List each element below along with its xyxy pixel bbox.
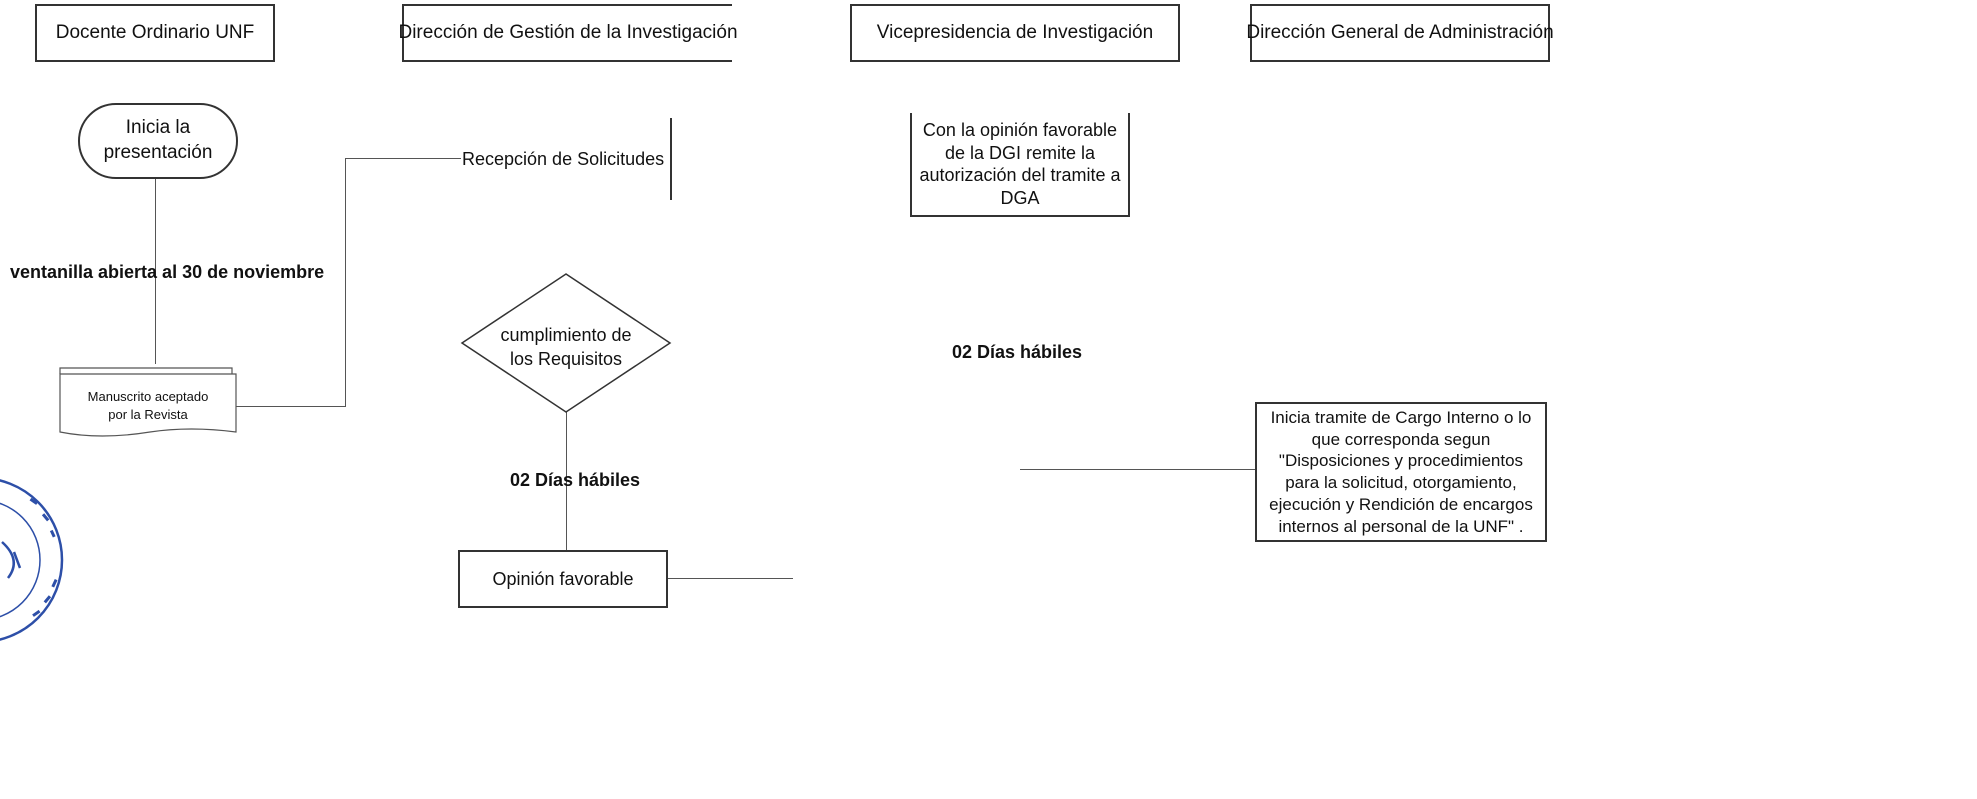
decision-diamond — [460, 273, 672, 413]
lane-header-vicepresidencia: Vicepresidencia de Investigación — [850, 4, 1180, 62]
start-terminal-line1: Inicia la — [125, 117, 191, 139]
dias-label-vi: 02 Días hábiles — [952, 342, 1083, 362]
connector-to-recepcion — [345, 158, 461, 159]
recepcion-box: Recepción de Solicitudes — [462, 118, 672, 200]
lane-header-dga: Dirección General de Administración — [1246, 4, 1554, 62]
vicepresidencia-line2: de la DGI remite la — [944, 142, 1096, 163]
connector-manuscrito-right — [234, 406, 346, 407]
connector-inicia-manuscrito — [155, 178, 156, 364]
cumplimiento-label: cumplimiento de los Requisitos — [486, 323, 646, 372]
ventanilla-label: ventanilla abierta al 30 de noviembre — [10, 262, 325, 282]
cumplimiento-line2: los Requisitos — [509, 349, 623, 370]
recepcion-label: Recepción de Solicitudes — [462, 148, 665, 169]
start-terminal-line2: presentación — [103, 142, 213, 163]
lane-header-docente: Docente Ordinario UNF — [35, 4, 275, 62]
document-shape — [59, 367, 237, 437]
opinion-favorable-label: Opinión favorable — [492, 568, 634, 589]
manuscrito-line1: Manuscrito aceptado — [87, 389, 209, 404]
dga-box: Inicia tramite de Cargo Interno o lo que… — [1255, 402, 1547, 542]
connector-to-dga — [1020, 469, 1255, 470]
dga-line5: ejecución y Rendición de encargos — [1269, 494, 1533, 514]
dga-line4: para la solicitud, otorgamiento, — [1285, 473, 1517, 492]
vicepresidencia-line3: autorización del tramite a — [919, 165, 1121, 185]
dga-line2: que corresponda segun — [1311, 429, 1491, 449]
dias-label-dgi: 02 Días hábiles — [510, 470, 641, 490]
manuscrito-document: Manuscrito aceptado por la Revista — [66, 388, 230, 424]
vicepresidencia-line1: Con la opinión favorable — [922, 120, 1118, 140]
seal-stamp — [0, 479, 64, 641]
dga-line3: "Disposiciones y procedimientos — [1278, 451, 1524, 471]
manuscrito-line2: por la Revista — [108, 407, 188, 423]
connector-up-to-recepcion — [345, 158, 346, 406]
cumplimiento-line1: cumplimiento de — [500, 325, 632, 345]
vicepresidencia-box: Con la opinión favorable de la DGI remit… — [910, 113, 1130, 217]
dga-line6: internos al personal de la UNF" . — [1278, 516, 1524, 536]
vicepresidencia-line4: DGA — [1000, 187, 1040, 208]
connector-opinion-right — [668, 578, 793, 579]
start-terminal: Inicia la presentación — [78, 103, 238, 179]
dga-line1: Inicia tramite de Cargo Interno o lo — [1270, 407, 1532, 427]
lane-header-dgi: Dirección de Gestión de la Investigación — [398, 4, 738, 62]
connector-cumplimiento-opinion — [566, 412, 567, 550]
opinion-favorable-box: Opinión favorable — [458, 550, 668, 608]
